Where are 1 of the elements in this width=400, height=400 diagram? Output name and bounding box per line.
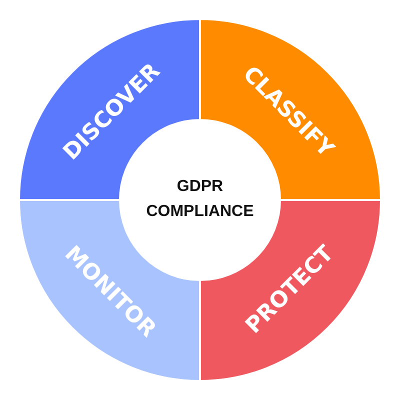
center-label: GDPR COMPLIANCE — [145, 177, 255, 222]
